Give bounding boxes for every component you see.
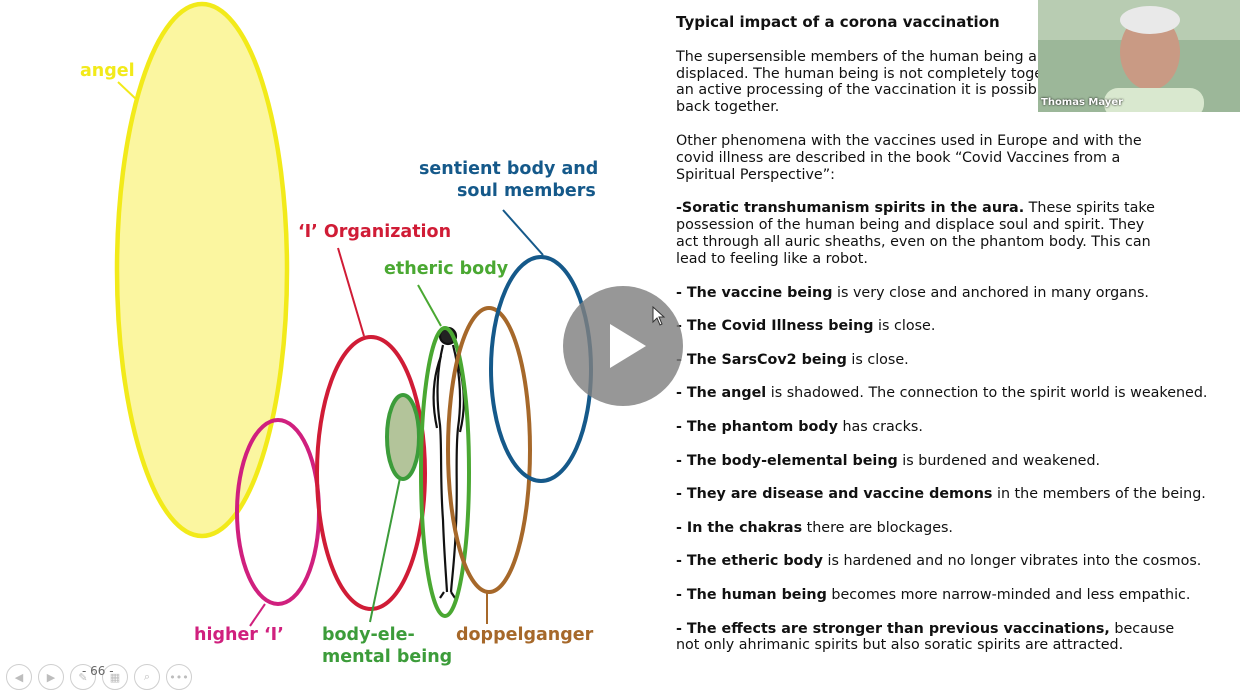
list-item: - In the chakras there are blockages. xyxy=(676,520,1216,537)
slide-title: Typical impact of a corona vaccination xyxy=(676,13,1000,31)
list-item-bold: - The body-elemental being xyxy=(676,452,898,469)
list-item-bold: - The angel xyxy=(676,385,767,402)
participant-video-frame xyxy=(1038,0,1240,112)
list-item: - The body-elemental being is burdened a… xyxy=(676,453,1216,470)
effects-bold: - The effects are stronger than previous… xyxy=(676,620,1110,637)
body-elemental-ellipse xyxy=(385,393,421,481)
aura-diagram xyxy=(114,1,593,627)
etheric-body-ellipse xyxy=(419,326,471,618)
sentient-body-label-line1: sentient body and xyxy=(419,159,599,179)
list-item: - The vaccine being is very close and an… xyxy=(676,285,1216,302)
angel-ellipse xyxy=(114,1,290,539)
i-organization-pointer xyxy=(337,247,365,337)
presentation-controls: ◀ ▶ ✎ ▦ ⌕ ••• xyxy=(6,664,192,690)
sentient-body-pointer xyxy=(502,209,544,256)
paragraph-soratic: -Soratic transhumanism spirits in the au… xyxy=(676,200,1156,267)
etheric-body-pointer xyxy=(417,284,442,327)
magnifier-icon: ⌕ xyxy=(143,670,151,683)
paragraph-displaced: The supersensible members of the human b… xyxy=(676,49,1216,116)
para1-line1: The supersensible members of the human b… xyxy=(676,48,1065,65)
list-item-text: is shadowed. The connection to the spiri… xyxy=(766,385,1208,402)
body-elemental-pointer xyxy=(369,477,401,623)
i-organization-label: ‘I’ Organization xyxy=(298,222,452,242)
list-item-text: is very close and anchored in many organ… xyxy=(832,284,1149,301)
arrow-right-icon: ▶ xyxy=(46,670,56,684)
slide-text: Typical impact of a corona vaccination T… xyxy=(676,12,1216,671)
doppelganger-label: doppelganger xyxy=(456,625,594,645)
body-elemental-label-line1: body-ele- xyxy=(322,625,415,645)
list-item: - The Covid Illness being is close. xyxy=(676,318,1216,335)
list-item-bold: - The phantom body xyxy=(676,418,838,435)
play-button[interactable] xyxy=(563,286,683,406)
impact-list: - The vaccine being is very close and an… xyxy=(676,285,1216,604)
participant-video[interactable]: Thomas Mayer xyxy=(1038,0,1240,112)
list-item-text: in the members of the being. xyxy=(992,486,1206,503)
para1-line4: back together. xyxy=(676,99,780,116)
pen-tool-button[interactable]: ✎ xyxy=(70,664,96,690)
play-icon xyxy=(610,324,646,368)
i-organization-ellipse xyxy=(315,335,427,611)
higher-i-label: higher ‘I’ xyxy=(194,625,284,645)
mouse-cursor-icon xyxy=(652,306,666,326)
list-item-text: becomes more narrow-minded and less empa… xyxy=(826,586,1191,603)
previous-slide-button[interactable]: ◀ xyxy=(6,664,32,690)
list-item-text: there are blockages. xyxy=(802,519,953,536)
soratic-bold: -Soratic transhumanism spirits in the au… xyxy=(676,200,1025,217)
body-elemental-label-line2: mental being xyxy=(322,647,453,667)
list-item-text: has cracks. xyxy=(837,418,923,435)
list-item: - The etheric body is hardened and no lo… xyxy=(676,553,1216,570)
more-icon: ••• xyxy=(169,670,189,684)
slide-number: - 66 - xyxy=(82,664,114,678)
list-item-bold: - The etheric body xyxy=(676,553,823,570)
angel-pointer xyxy=(117,81,138,101)
effects-rest: because not only ahrimanic spirits but a… xyxy=(676,620,1175,654)
sentient-body-label-line2: soul members xyxy=(457,181,596,201)
list-item-bold: - In the chakras xyxy=(676,519,803,536)
higher-i-ellipse xyxy=(235,418,321,606)
list-item-text: is close. xyxy=(873,318,936,335)
list-item-effects: - The effects are stronger than previous… xyxy=(676,621,1176,655)
list-item-text: is hardened and no longer vibrates into … xyxy=(822,553,1202,570)
list-item-bold: - The Covid Illness being xyxy=(676,318,874,335)
zoom-button[interactable]: ⌕ xyxy=(134,664,160,690)
next-slide-button[interactable]: ▶ xyxy=(38,664,64,690)
more-options-button[interactable]: ••• xyxy=(166,664,192,690)
list-item: - The SarsCov2 being is close. xyxy=(676,352,1216,369)
para1-line3: an active processing of the vaccination … xyxy=(676,82,1069,99)
list-item-text: is burdened and weakened. xyxy=(897,452,1101,469)
paragraph-book: Other phenomena with the vaccines used i… xyxy=(676,132,1142,183)
list-item-bold: - The human being xyxy=(676,586,827,603)
participant-name: Thomas Mayer xyxy=(1041,97,1124,108)
list-item: - The phantom body has cracks. xyxy=(676,419,1216,436)
para1-line2: displaced. The human being is not comple… xyxy=(676,65,1067,82)
arrow-left-icon: ◀ xyxy=(14,670,24,684)
list-item-text: is close. xyxy=(846,351,909,368)
list-item-bold: - They are disease and vaccine demons xyxy=(676,486,993,503)
list-item: - The human being becomes more narrow-mi… xyxy=(676,587,1216,604)
pen-icon: ✎ xyxy=(78,670,88,684)
soratic-rest: These spirits take possession of the hum… xyxy=(676,200,1155,267)
list-item: - They are disease and vaccine demons in… xyxy=(676,486,1216,503)
grid-icon: ▦ xyxy=(109,670,121,684)
list-item-bold: - The SarsCov2 being xyxy=(676,351,847,368)
list-item: - The angel is shadowed. The connection … xyxy=(676,385,1216,402)
angel-label: angel xyxy=(80,61,135,81)
etheric-body-label: etheric body xyxy=(384,259,509,279)
list-item-bold: - The vaccine being xyxy=(676,284,833,301)
slides-overview-button[interactable]: ▦ xyxy=(102,664,128,690)
higher-i-pointer xyxy=(249,603,266,627)
doppelganger-ellipse xyxy=(446,306,532,594)
